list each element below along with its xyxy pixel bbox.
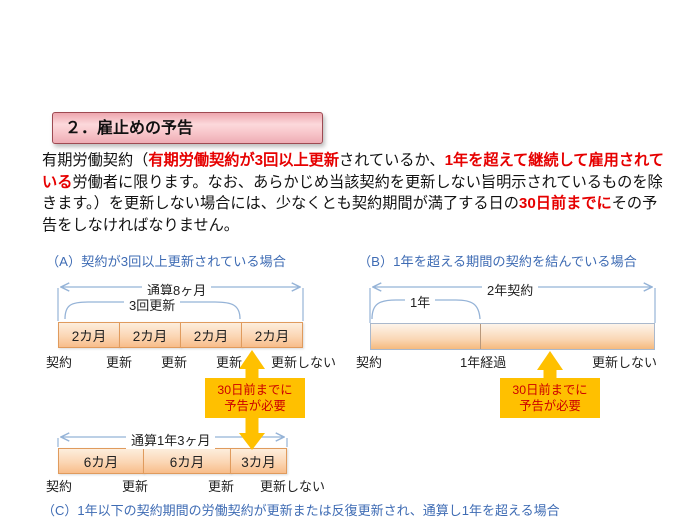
notice-a-line1: 30日前までに [217, 383, 293, 397]
period-box-label: 2カ月 [254, 329, 290, 344]
paragraph-segment-red: 1年を超えて継続して雇用されている [42, 152, 664, 191]
diagram-b-one-year-divider [480, 324, 481, 349]
notice-b-up-arrow [537, 351, 563, 379]
period-box-label: 6カ月 [169, 455, 205, 470]
diagram-a-timeline-label: 更新 [106, 355, 133, 370]
diagram-c-timeline-label: 更新 [208, 479, 235, 494]
diagram-b-timeline-label: 更新しない [592, 355, 658, 370]
paragraph-segment-red: 30日前までに [518, 195, 612, 213]
diagram-a-period-box: 2カ月 [58, 322, 120, 348]
notice-a-box: 30日前までに 予告が必要 [205, 378, 305, 418]
diagram-c-caption: （C）1年以下の契約期間の労働契約が更新または反復更新され、通算し1年を超える場… [42, 503, 560, 518]
notice-b-line2: 予告が必要 [519, 399, 581, 413]
notice-b-box: 30日前までに 予告が必要 [500, 378, 600, 418]
paragraph-segment: されているか、 [339, 152, 445, 169]
body-paragraph: 有期労働契約（有期労働契約が3回以上更新されているか、1年を超えて継続して雇用さ… [42, 150, 666, 236]
diagram-a-timeline-label: 更新しない [271, 355, 337, 370]
paragraph-segment-red: 有期労働契約が3回以上更新 [148, 152, 340, 169]
diagram-a-timeline-label: 契約 [46, 355, 73, 370]
notice-a-line2: 予告が必要 [224, 399, 286, 413]
diagram-b-heading: （B）1年を超える期間の契約を結んでいる場合 [358, 254, 637, 269]
period-box-label: 2カ月 [132, 329, 168, 344]
diagram-c-timeline-label: 契約 [46, 479, 73, 494]
diagram-a-heading: （A）契約が3回以上更新されている場合 [46, 254, 286, 269]
diagram-b-timeline-label: 契約 [356, 355, 383, 370]
diagram-a-timeline-label: 更新 [216, 355, 243, 370]
paragraph-segment: 有期労働契約（ [42, 152, 149, 169]
diagram-c-timeline-label: 更新しない [260, 479, 326, 494]
period-box-label: 2カ月 [193, 329, 229, 344]
diagram-a-period-box: 2カ月 [119, 322, 181, 348]
paragraph-segment: その予告をしなければなりません。 [42, 195, 658, 234]
diagram-c-period-box: 6カ月 [58, 448, 144, 474]
paragraph-segment: 労働者に限ります。なお、あらかじめ当該契約を更新しない旨明示されているものを除き… [42, 173, 663, 213]
section-title-text: ２．雇止めの予告 [65, 120, 194, 137]
diagram-a-brace-label: 3回更新 [124, 295, 181, 314]
diagram-b-timeline-label: 1年経過 [460, 355, 507, 370]
diagram-c-period-box: 6カ月 [143, 448, 231, 474]
diagram-c-period-box: 3カ月 [230, 448, 287, 474]
diagram-b-contract-bar [370, 323, 655, 350]
diagram-a-period-box: 2カ月 [180, 322, 242, 348]
notice-b-line1: 30日前までに [512, 383, 588, 397]
diagram-a-period-box: 2カ月 [241, 322, 303, 348]
diagram-a-timeline-label: 更新 [161, 355, 188, 370]
diagram-c-timeline-label: 更新 [122, 479, 149, 494]
notice-a-up-arrow [239, 350, 265, 379]
notice-a-down-arrow [239, 417, 265, 450]
diagram-b-brace-label: 1年 [405, 292, 436, 311]
diagram-b-total-label: 2年契約 [482, 280, 539, 299]
section-title: ２．雇止めの予告 [52, 112, 323, 144]
period-box-label: 6カ月 [83, 455, 119, 470]
period-box-label: 3カ月 [241, 455, 276, 470]
diagram-c-total-label: 通算1年3ヶ月 [126, 430, 216, 449]
period-box-label: 2カ月 [71, 329, 107, 344]
